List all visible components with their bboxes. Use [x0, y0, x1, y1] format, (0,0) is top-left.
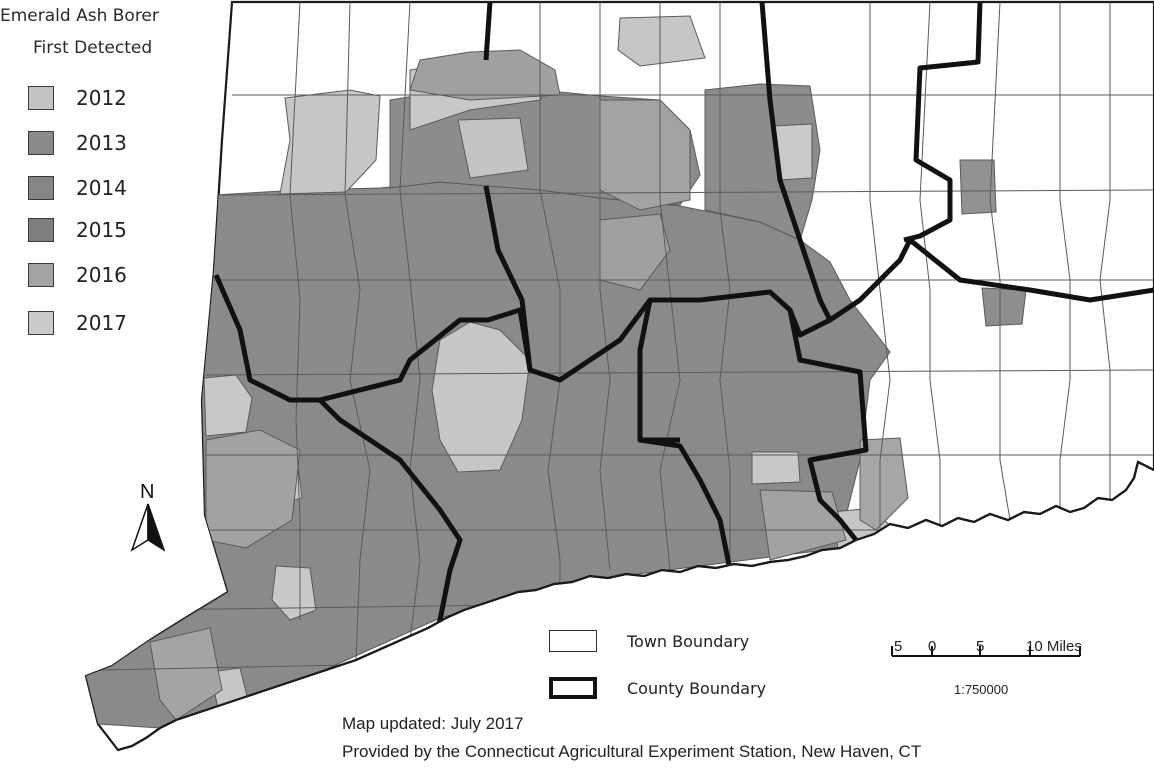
legend-item-2014: 2014	[28, 176, 127, 200]
legend-item-2015: 2015	[28, 218, 127, 242]
legend-label: 2013	[76, 131, 127, 155]
legend-title-line1: Emerald Ash Borer	[0, 6, 159, 26]
map-updated-text: Map updated: July 2017	[342, 714, 524, 733]
county-boundary-swatch	[549, 677, 597, 699]
north-arrow-icon: N	[130, 481, 166, 552]
legend-swatch	[28, 131, 54, 155]
legend-label: 2016	[76, 263, 127, 287]
region-mid-7	[409, 49, 561, 101]
legend-swatch	[28, 176, 54, 200]
scale-tick-0: 0	[928, 638, 937, 655]
key-county-label: County Boundary	[627, 678, 767, 698]
region-dark-east-town	[981, 287, 1027, 327]
key-county-boundary: County Boundary	[549, 677, 766, 699]
legend-item-2012: 2012	[28, 86, 127, 110]
legend-swatch	[28, 263, 54, 287]
legend-item-2013: 2013	[28, 131, 127, 155]
legend-item-2017: 2017	[28, 311, 127, 335]
scale-tick-10-miles: 10 Miles	[1026, 638, 1082, 655]
region-light-north-3	[457, 117, 529, 179]
scale-bar	[891, 646, 1081, 657]
region-mid-4	[599, 99, 691, 211]
region-light-se-1	[751, 451, 801, 485]
legend-item-2016: 2016	[28, 263, 127, 287]
legend-label: 2012	[76, 86, 127, 110]
coastline	[117, 460, 1154, 752]
scale-tick-5-right: 5	[976, 638, 985, 655]
north-label: N	[140, 481, 154, 503]
legend-label: 2017	[76, 311, 127, 335]
region-dark-north-east	[704, 83, 821, 241]
town-boundary-swatch	[549, 630, 597, 652]
region-light-central	[431, 321, 531, 473]
region-light-sw-2	[271, 565, 317, 621]
legend-label: 2015	[76, 218, 127, 242]
county-boundaries	[213, 2, 1154, 637]
provided-by-text: Provided by the Connecticut Agricultural…	[342, 742, 922, 761]
legend-title-line2: First Detected	[33, 38, 153, 58]
region-light-north-4	[617, 15, 706, 67]
legend-swatch	[28, 218, 54, 242]
scale-tick-5-left: 5	[894, 638, 903, 655]
legend-swatch	[28, 86, 54, 110]
town-boundaries	[99, 2, 1154, 671]
key-town-label: Town Boundary	[627, 631, 750, 651]
legend-label: 2014	[76, 176, 127, 200]
region-dark-northeast-town	[959, 159, 997, 215]
key-town-boundary: Town Boundary	[549, 630, 749, 652]
region-mid-6	[859, 437, 909, 531]
scale-ratio: 1:750000	[954, 682, 1009, 697]
legend-swatch	[28, 311, 54, 335]
region-light-north-1	[279, 89, 381, 195]
region-light-west	[203, 374, 253, 437]
region-mid-2	[149, 627, 223, 721]
